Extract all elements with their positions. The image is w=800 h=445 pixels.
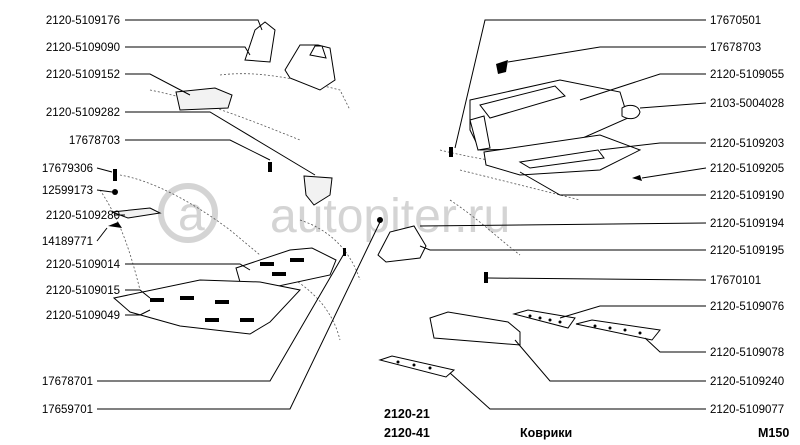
footer: 2120-21 2120-41 Коврики M150 — [384, 407, 789, 440]
label-left-2: 2120-5109090 — [46, 42, 120, 54]
seat-back-mat-part — [244, 21, 336, 91]
label-left-6: 17679306 — [42, 163, 93, 175]
label-right-8: 2120-5109194 — [710, 218, 785, 230]
model-code-2: 2120-41 — [384, 426, 430, 440]
label-right-11: 2120-5109076 — [710, 301, 784, 313]
part-labels-left: 2120-5109176 2120-5109090 2120-5109152 2… — [42, 15, 121, 416]
fasteners-right — [377, 60, 642, 283]
label-right-3: 2120-5109055 — [710, 69, 784, 81]
strip-lower-part — [575, 319, 661, 341]
leader-lines-right — [419, 19, 707, 410]
plug-part — [621, 104, 641, 120]
label-left-11: 2120-5109015 — [46, 285, 120, 297]
label-right-14: 2120-5109077 — [710, 404, 784, 416]
label-right-12: 2120-5109078 — [710, 347, 784, 359]
label-right-4: 2103-5004028 — [710, 98, 784, 110]
bracket-right-part — [377, 225, 427, 263]
label-right-13: 2120-5109240 — [710, 376, 784, 388]
rear-floor-mat-part — [112, 279, 301, 335]
vehicle-body-outline-left — [99, 73, 361, 341]
label-left-1: 2120-5109176 — [46, 15, 120, 27]
label-left-7: 12599173 — [42, 185, 93, 197]
label-left-5: 17678703 — [69, 135, 120, 147]
sill-mat-part — [429, 311, 521, 346]
page-code: M150 — [758, 426, 789, 440]
label-left-3: 2120-5109152 — [46, 69, 120, 81]
label-left-14: 17659701 — [42, 404, 93, 416]
label-right-10: 17670101 — [710, 275, 761, 287]
watermark-logo-glyph: a — [178, 188, 205, 241]
label-right-7: 2120-5109190 — [710, 190, 784, 202]
label-left-13: 17678701 — [42, 376, 93, 388]
bracket-part — [303, 175, 333, 206]
label-left-8: 2120-5109280 — [46, 210, 120, 222]
label-right-6: 2120-5109205 — [710, 163, 784, 175]
strip-upper-part — [512, 309, 576, 329]
label-right-5: 2120-5109203 — [710, 138, 784, 150]
label-right-2: 17678703 — [710, 42, 761, 54]
label-left-4: 2120-5109282 — [46, 107, 120, 119]
leader-lines-left — [96, 19, 381, 410]
part-labels-right: 17670501 17678703 2120-5109055 2103-5004… — [710, 15, 785, 416]
section-title: Коврики — [520, 426, 572, 440]
strip-bottom-part — [378, 355, 456, 378]
small-pad-part — [175, 87, 233, 111]
label-left-9: 14189771 — [42, 236, 93, 248]
watermark: a autopiter.ru — [158, 183, 510, 243]
model-code-1: 2120-21 — [384, 407, 430, 421]
label-left-12: 2120-5109049 — [46, 310, 120, 322]
cargo-floor-part — [483, 134, 642, 176]
label-right-9: 2120-5109195 — [710, 245, 784, 257]
label-right-1: 17670501 — [710, 15, 761, 27]
label-left-10: 2120-5109014 — [46, 259, 121, 271]
